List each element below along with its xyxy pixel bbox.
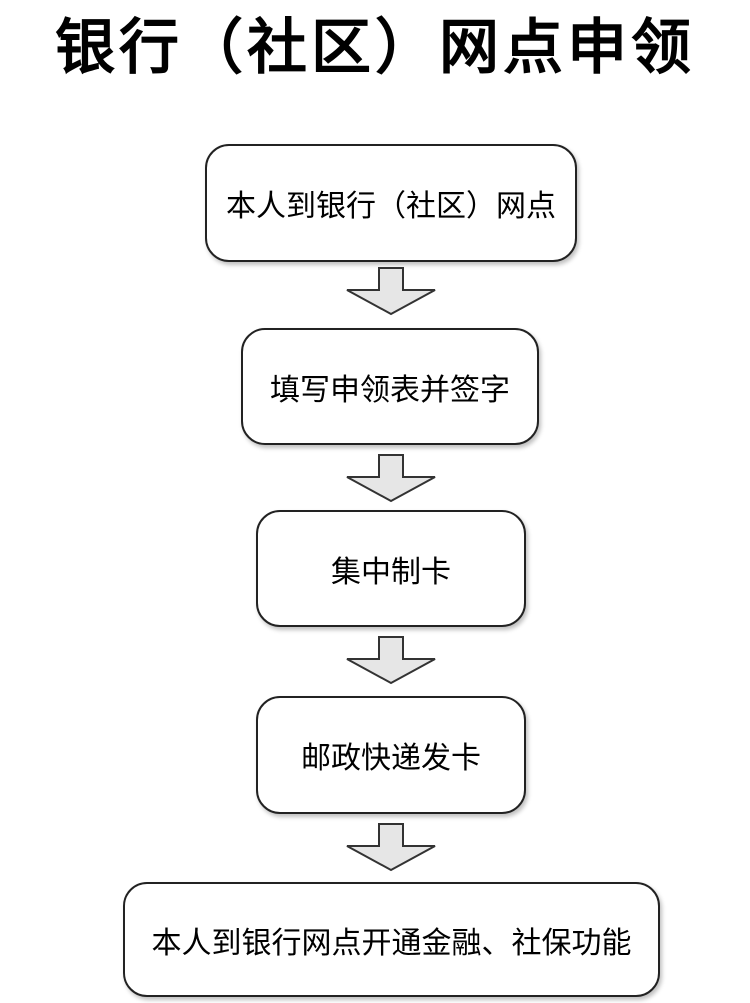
step-3-box: 集中制卡 xyxy=(256,510,526,627)
down-arrow-icon xyxy=(346,636,436,685)
step-1-label: 本人到银行（社区）网点 xyxy=(226,189,556,224)
step-1-box: 本人到银行（社区）网点 xyxy=(205,144,577,262)
page-title: 银行（社区）网点申领 xyxy=(55,13,695,83)
step-4-box: 邮政快递发卡 xyxy=(256,696,526,814)
step-5-label: 本人到银行网点开通金融、社保功能 xyxy=(151,925,632,961)
down-arrow-icon xyxy=(346,823,436,872)
down-arrow-icon xyxy=(346,267,436,316)
step-4-label: 邮政快递发卡 xyxy=(301,741,481,776)
step-3-label: 集中制卡 xyxy=(331,554,451,590)
step-5-box: 本人到银行网点开通金融、社保功能 xyxy=(123,882,660,997)
down-arrow-icon xyxy=(346,454,436,503)
step-2-box: 填写申领表并签字 xyxy=(241,328,539,445)
step-2-label: 填写申领表并签字 xyxy=(270,372,510,408)
